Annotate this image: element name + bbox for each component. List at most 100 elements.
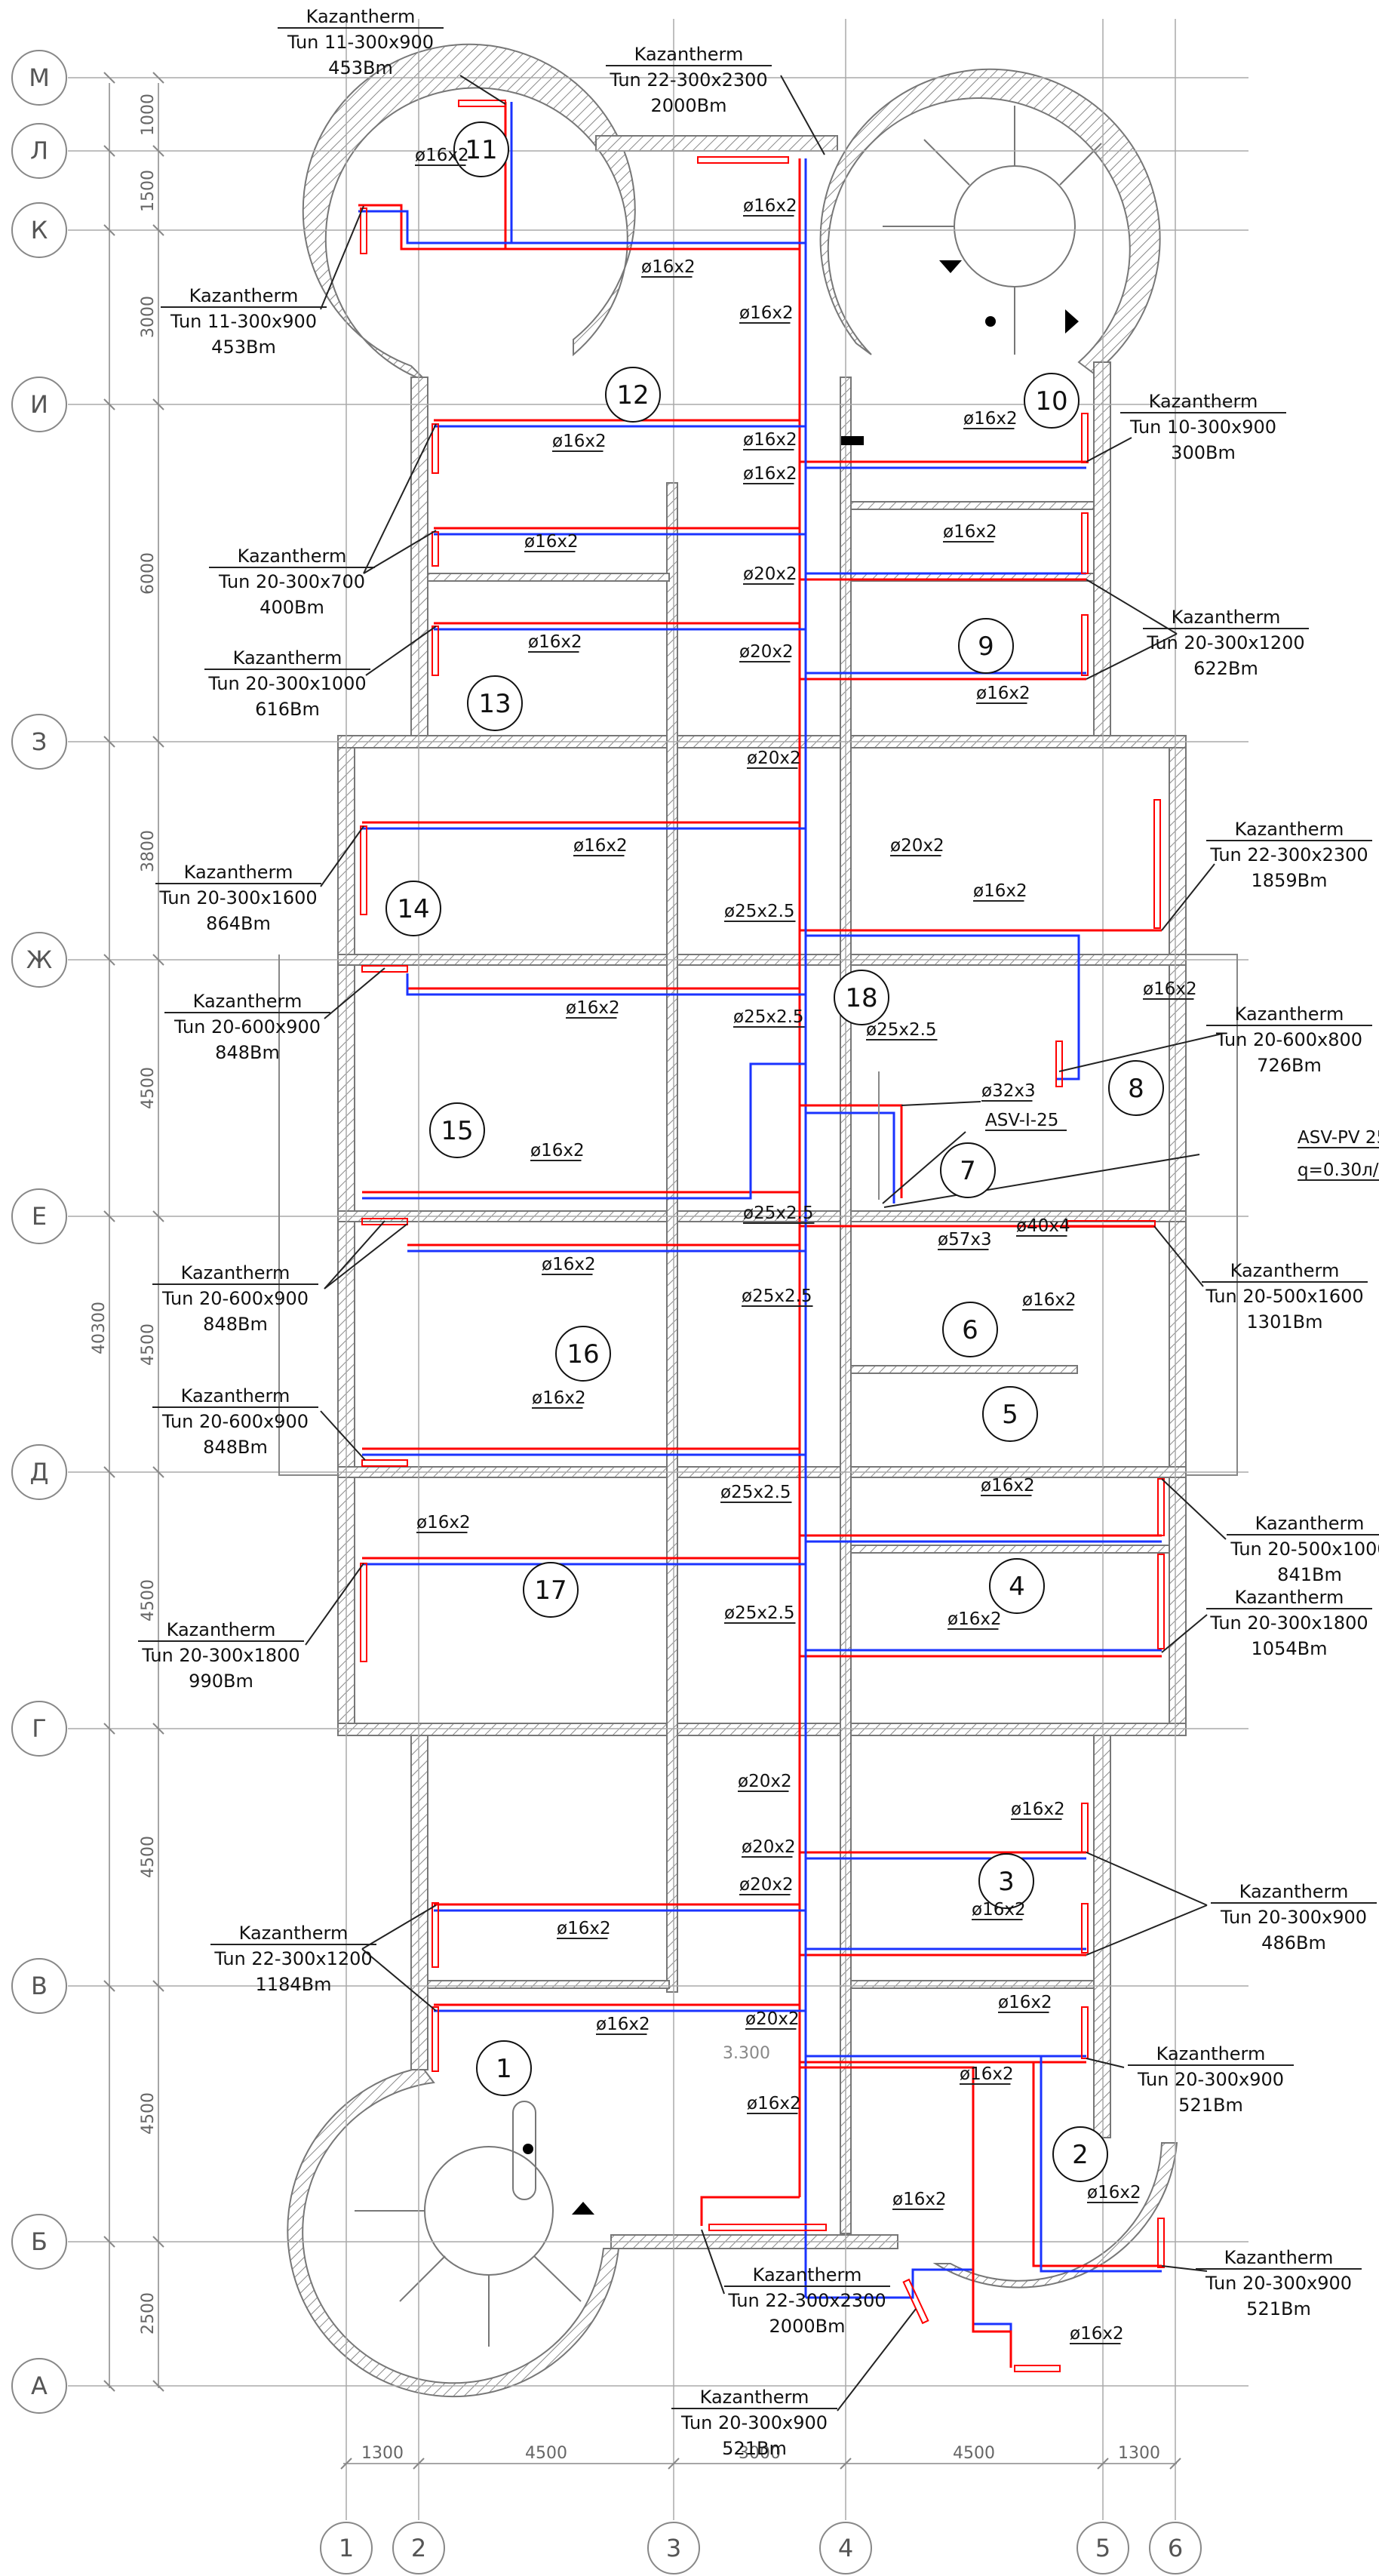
- room-number: 12: [616, 380, 649, 410]
- radiator-brand: Kazantherm: [1255, 1513, 1365, 1534]
- axis-bubble: [392, 2522, 445, 2574]
- room-number: 18: [845, 983, 877, 1013]
- row-dimension: 4500: [139, 1323, 158, 1366]
- wall-right-main: [1169, 741, 1187, 1731]
- pipe-diameter-label: ø16x2: [1022, 1290, 1076, 1310]
- radiator-brand: Kazantherm: [181, 1262, 290, 1283]
- radiator-power: 400Bm: [260, 597, 324, 618]
- radiator-type: Tun 20-300x1800: [1209, 1612, 1368, 1634]
- pipe-diameter-label: ø16x2: [641, 257, 696, 277]
- radiator-power: 622Bm: [1193, 658, 1258, 679]
- radiator-type: Tun 20-300x1000: [207, 673, 366, 694]
- radiator-brand: Kazantherm: [1235, 1587, 1344, 1608]
- radiator-brand: Kazantherm: [1239, 1881, 1349, 1902]
- radiator-power: 1184Bm: [256, 1974, 332, 1995]
- axis-bubble: [1076, 2522, 1129, 2574]
- supply-pipes: [358, 102, 1162, 2267]
- room-bubble: [1024, 373, 1080, 429]
- radiator-type: Tun 20-300x900: [1205, 2273, 1352, 2294]
- row-dimension: 4500: [139, 2092, 158, 2135]
- column-dimension: 4500: [953, 2444, 995, 2463]
- stair-dot-bottom: [523, 2144, 533, 2154]
- dim-tick: [103, 72, 115, 84]
- room-number: 16: [567, 1339, 599, 1369]
- radiator-type: Tun 20-300x1200: [1146, 632, 1304, 653]
- pipe-diameter-label: ø16x2: [963, 409, 1018, 429]
- partition-5: [850, 1365, 1078, 1374]
- pipe-diameter-label: ø20x2: [745, 2009, 800, 2029]
- tower-bottom-left: [287, 2066, 620, 2398]
- room-number: 10: [1035, 386, 1067, 417]
- radiator-brand: Kazantherm: [189, 285, 299, 306]
- radiator-power: 864Bm: [206, 913, 271, 934]
- axis-label: Е: [32, 1202, 47, 1231]
- radiator-brand: Kazantherm: [1149, 391, 1258, 412]
- pipe-diameter-label: ø16x2: [739, 303, 794, 323]
- column-dimension: 1300: [1118, 2444, 1160, 2463]
- radiator-brand: Kazantherm: [184, 862, 293, 883]
- stair-arrow-right: [1065, 309, 1079, 334]
- radiator-type: Tun 22-300x2300: [1209, 844, 1368, 865]
- room-bubble: [429, 1102, 485, 1158]
- room-bubble: [605, 367, 661, 423]
- pipe-diameter-label: ø16x2: [743, 430, 797, 450]
- radiator-brand: Kazantherm: [238, 546, 347, 567]
- pipe-diameter-label: ø16x2: [998, 1993, 1052, 2012]
- radiator-brand: Kazantherm: [306, 6, 416, 27]
- radiator-type: Tun 20-600x900: [161, 1411, 309, 1432]
- room-number: 1: [496, 2054, 512, 2084]
- room-bubble: [555, 1326, 611, 1382]
- axis-label: Г: [32, 1714, 47, 1743]
- room-number: 17: [534, 1575, 567, 1606]
- pipe-diameter-label: ø16x2: [743, 196, 797, 216]
- room-bubble: [523, 1562, 579, 1618]
- axis-bubble: [11, 202, 67, 258]
- room-number: 3: [998, 1867, 1015, 1897]
- radiator-type: Tun 20-500x1600: [1205, 1286, 1363, 1307]
- axis-bubble: [819, 2522, 872, 2574]
- wall-left-lower: [410, 1729, 428, 2070]
- row-dimension: 3000: [139, 296, 158, 338]
- wall-niche-12: [841, 436, 864, 445]
- radiator-brand: Kazantherm: [1224, 2247, 1334, 2268]
- row-dimensions: 1000150030006000380045004500450045004500…: [139, 94, 158, 2335]
- radiator-power: 1301Bm: [1247, 1311, 1323, 1333]
- radiator-power: 848Bm: [203, 1437, 268, 1458]
- room-number: 15: [441, 1116, 473, 1146]
- pipe-diameter-label: ø16x2: [981, 1476, 1035, 1495]
- radiator-power: 521Bm: [722, 2438, 787, 2459]
- room-bubble: [476, 2040, 532, 2096]
- column-dimension: 4500: [525, 2444, 567, 2463]
- radiator-power: 1859Bm: [1252, 870, 1328, 891]
- pipe-diameter-label: ø16x2: [1087, 2183, 1141, 2203]
- axis-label: Ж: [26, 945, 52, 974]
- room-number: 7: [960, 1156, 976, 1186]
- axis-label: В: [31, 1972, 48, 2000]
- pipe-diameter-label: ø20x2: [742, 1837, 796, 1857]
- axis-label: 3: [666, 2534, 681, 2562]
- axis-bubble: [11, 1188, 67, 1244]
- stair-arrow-down: [939, 260, 962, 273]
- radiator-brand: Kazantherm: [1235, 819, 1344, 840]
- axis-bubble: [11, 932, 67, 988]
- plan-frame-right: [1186, 954, 1238, 1476]
- radiator-brand: Kazantherm: [1156, 2043, 1266, 2064]
- axis-label: Д: [30, 1458, 49, 1486]
- return-pipes: [358, 102, 1162, 2368]
- axis-bubble: [11, 714, 67, 770]
- dimension-lines: [109, 83, 1177, 2464]
- axis-bubble: [1149, 2522, 1202, 2574]
- radiator-type: Tun 20-300x1600: [158, 887, 317, 908]
- partition-g-right: [850, 1545, 1170, 1554]
- axis-bubble: [11, 1958, 67, 2014]
- radiator-type: Tun 20-300x900: [680, 2412, 828, 2433]
